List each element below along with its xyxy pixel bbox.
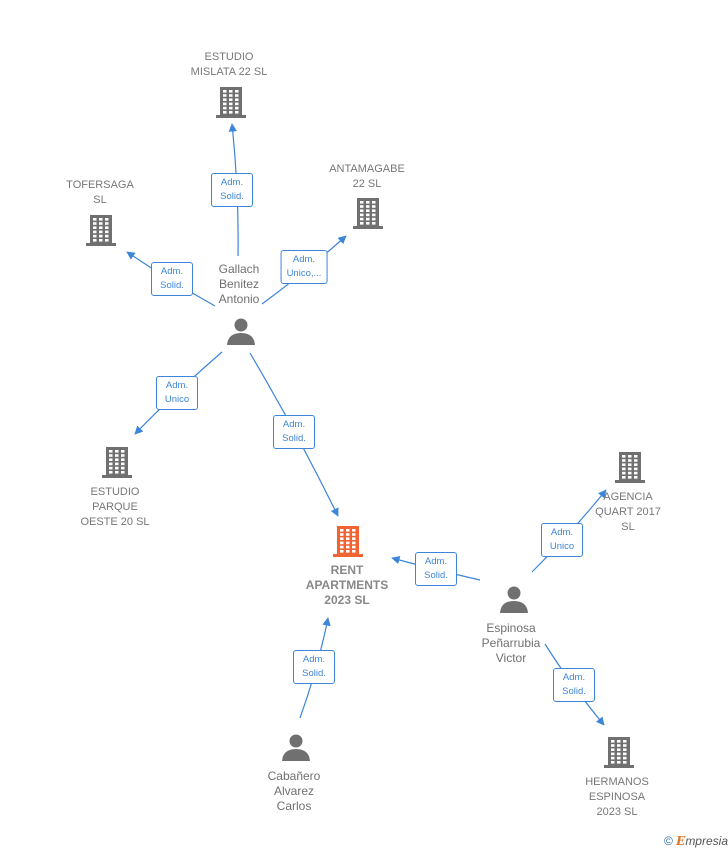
- edge-label-espinosa-agencia[interactable]: Adm. Unico: [541, 523, 583, 557]
- edge-label-gallach-estudio_parque[interactable]: Adm. Unico: [156, 376, 198, 410]
- edge-label-gallach-estudio_mislata[interactable]: Adm. Solid.: [211, 173, 253, 207]
- node-label-tofersaga[interactable]: TOFERSAGA SL: [66, 179, 134, 206]
- building-icon-estudio_mislata[interactable]: [216, 87, 246, 118]
- edge-label-espinosa-rent[interactable]: Adm. Solid.: [415, 552, 457, 586]
- node-label-espinosa[interactable]: Espinosa Peñarrubia Victor: [481, 621, 541, 665]
- node-label-hermanos[interactable]: HERMANOS ESPINOSA 2023 SL: [585, 776, 649, 818]
- node-label-agencia[interactable]: AGENCIA QUART 2017 SL: [595, 491, 661, 533]
- footer-brand[interactable]: © Empresia: [664, 834, 728, 848]
- building-icon-rent[interactable]: [333, 526, 363, 557]
- edge-label-gallach-tofersaga[interactable]: Adm. Solid.: [151, 262, 193, 296]
- edge-label-gallach-antamagabe[interactable]: Adm. Unico,...: [280, 250, 328, 284]
- node-label-rent[interactable]: RENT APARTMENTS 2023 SL: [305, 563, 389, 607]
- brand-name: mpresia: [685, 834, 728, 848]
- node-label-antamagabe[interactable]: ANTAMAGABE 22 SL: [329, 163, 405, 190]
- edge-label-espinosa-hermanos[interactable]: Adm. Solid.: [553, 668, 595, 702]
- building-icon-estudio_parque[interactable]: [102, 447, 132, 478]
- person-icon-cabanero[interactable]: [282, 734, 310, 762]
- brand-initial: E: [676, 834, 686, 848]
- building-icon-agencia[interactable]: [615, 452, 645, 483]
- edge-label-gallach-rent[interactable]: Adm. Solid.: [273, 415, 315, 449]
- node-label-estudio_parque[interactable]: ESTUDIO PARQUE OESTE 20 SL: [80, 486, 150, 528]
- node-label-estudio_mislata[interactable]: ESTUDIO MISLATA 22 SL: [190, 51, 268, 78]
- copyright-icon: ©: [663, 834, 673, 848]
- building-icon-antamagabe[interactable]: [353, 198, 383, 229]
- edge-label-cabanero-rent[interactable]: Adm. Solid.: [293, 650, 335, 684]
- person-icon-espinosa[interactable]: [500, 586, 528, 614]
- building-icon-tofersaga[interactable]: [86, 215, 116, 246]
- person-icon-gallach[interactable]: [227, 318, 255, 346]
- node-label-gallach[interactable]: Gallach Benitez Antonio: [218, 262, 260, 306]
- node-label-cabanero[interactable]: Cabañero Alvarez Carlos: [267, 769, 321, 813]
- building-icon-hermanos[interactable]: [604, 737, 634, 768]
